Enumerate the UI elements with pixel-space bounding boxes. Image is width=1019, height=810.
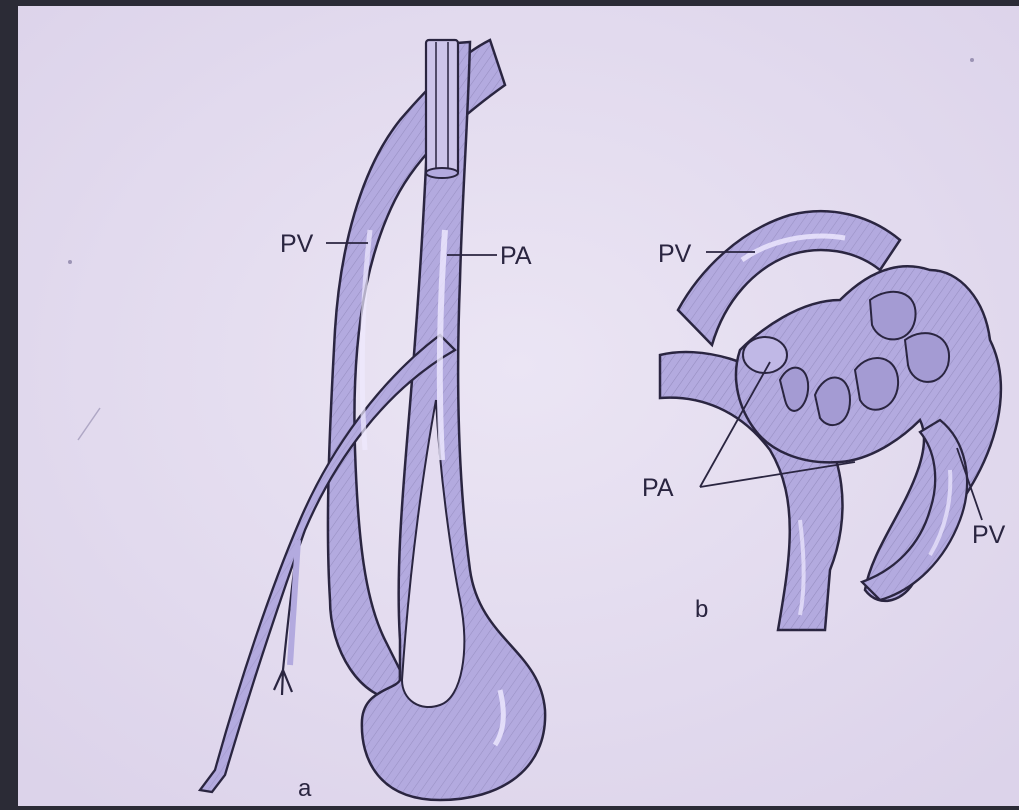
figure-a-catheter xyxy=(426,40,458,175)
figure-b-label-pv-right: PV xyxy=(972,521,1006,549)
figure-a-caption: a xyxy=(298,775,312,802)
figure-b-caption: b xyxy=(695,596,708,623)
figure-b-label-pa: PA xyxy=(642,474,674,502)
figure-b-label-pv-top: PV xyxy=(658,240,692,268)
paper-speck xyxy=(970,58,974,62)
figure-a-label-pv: PV xyxy=(280,230,314,258)
figure-a-label-pa: PA xyxy=(500,242,532,270)
paper-speck xyxy=(68,260,72,264)
